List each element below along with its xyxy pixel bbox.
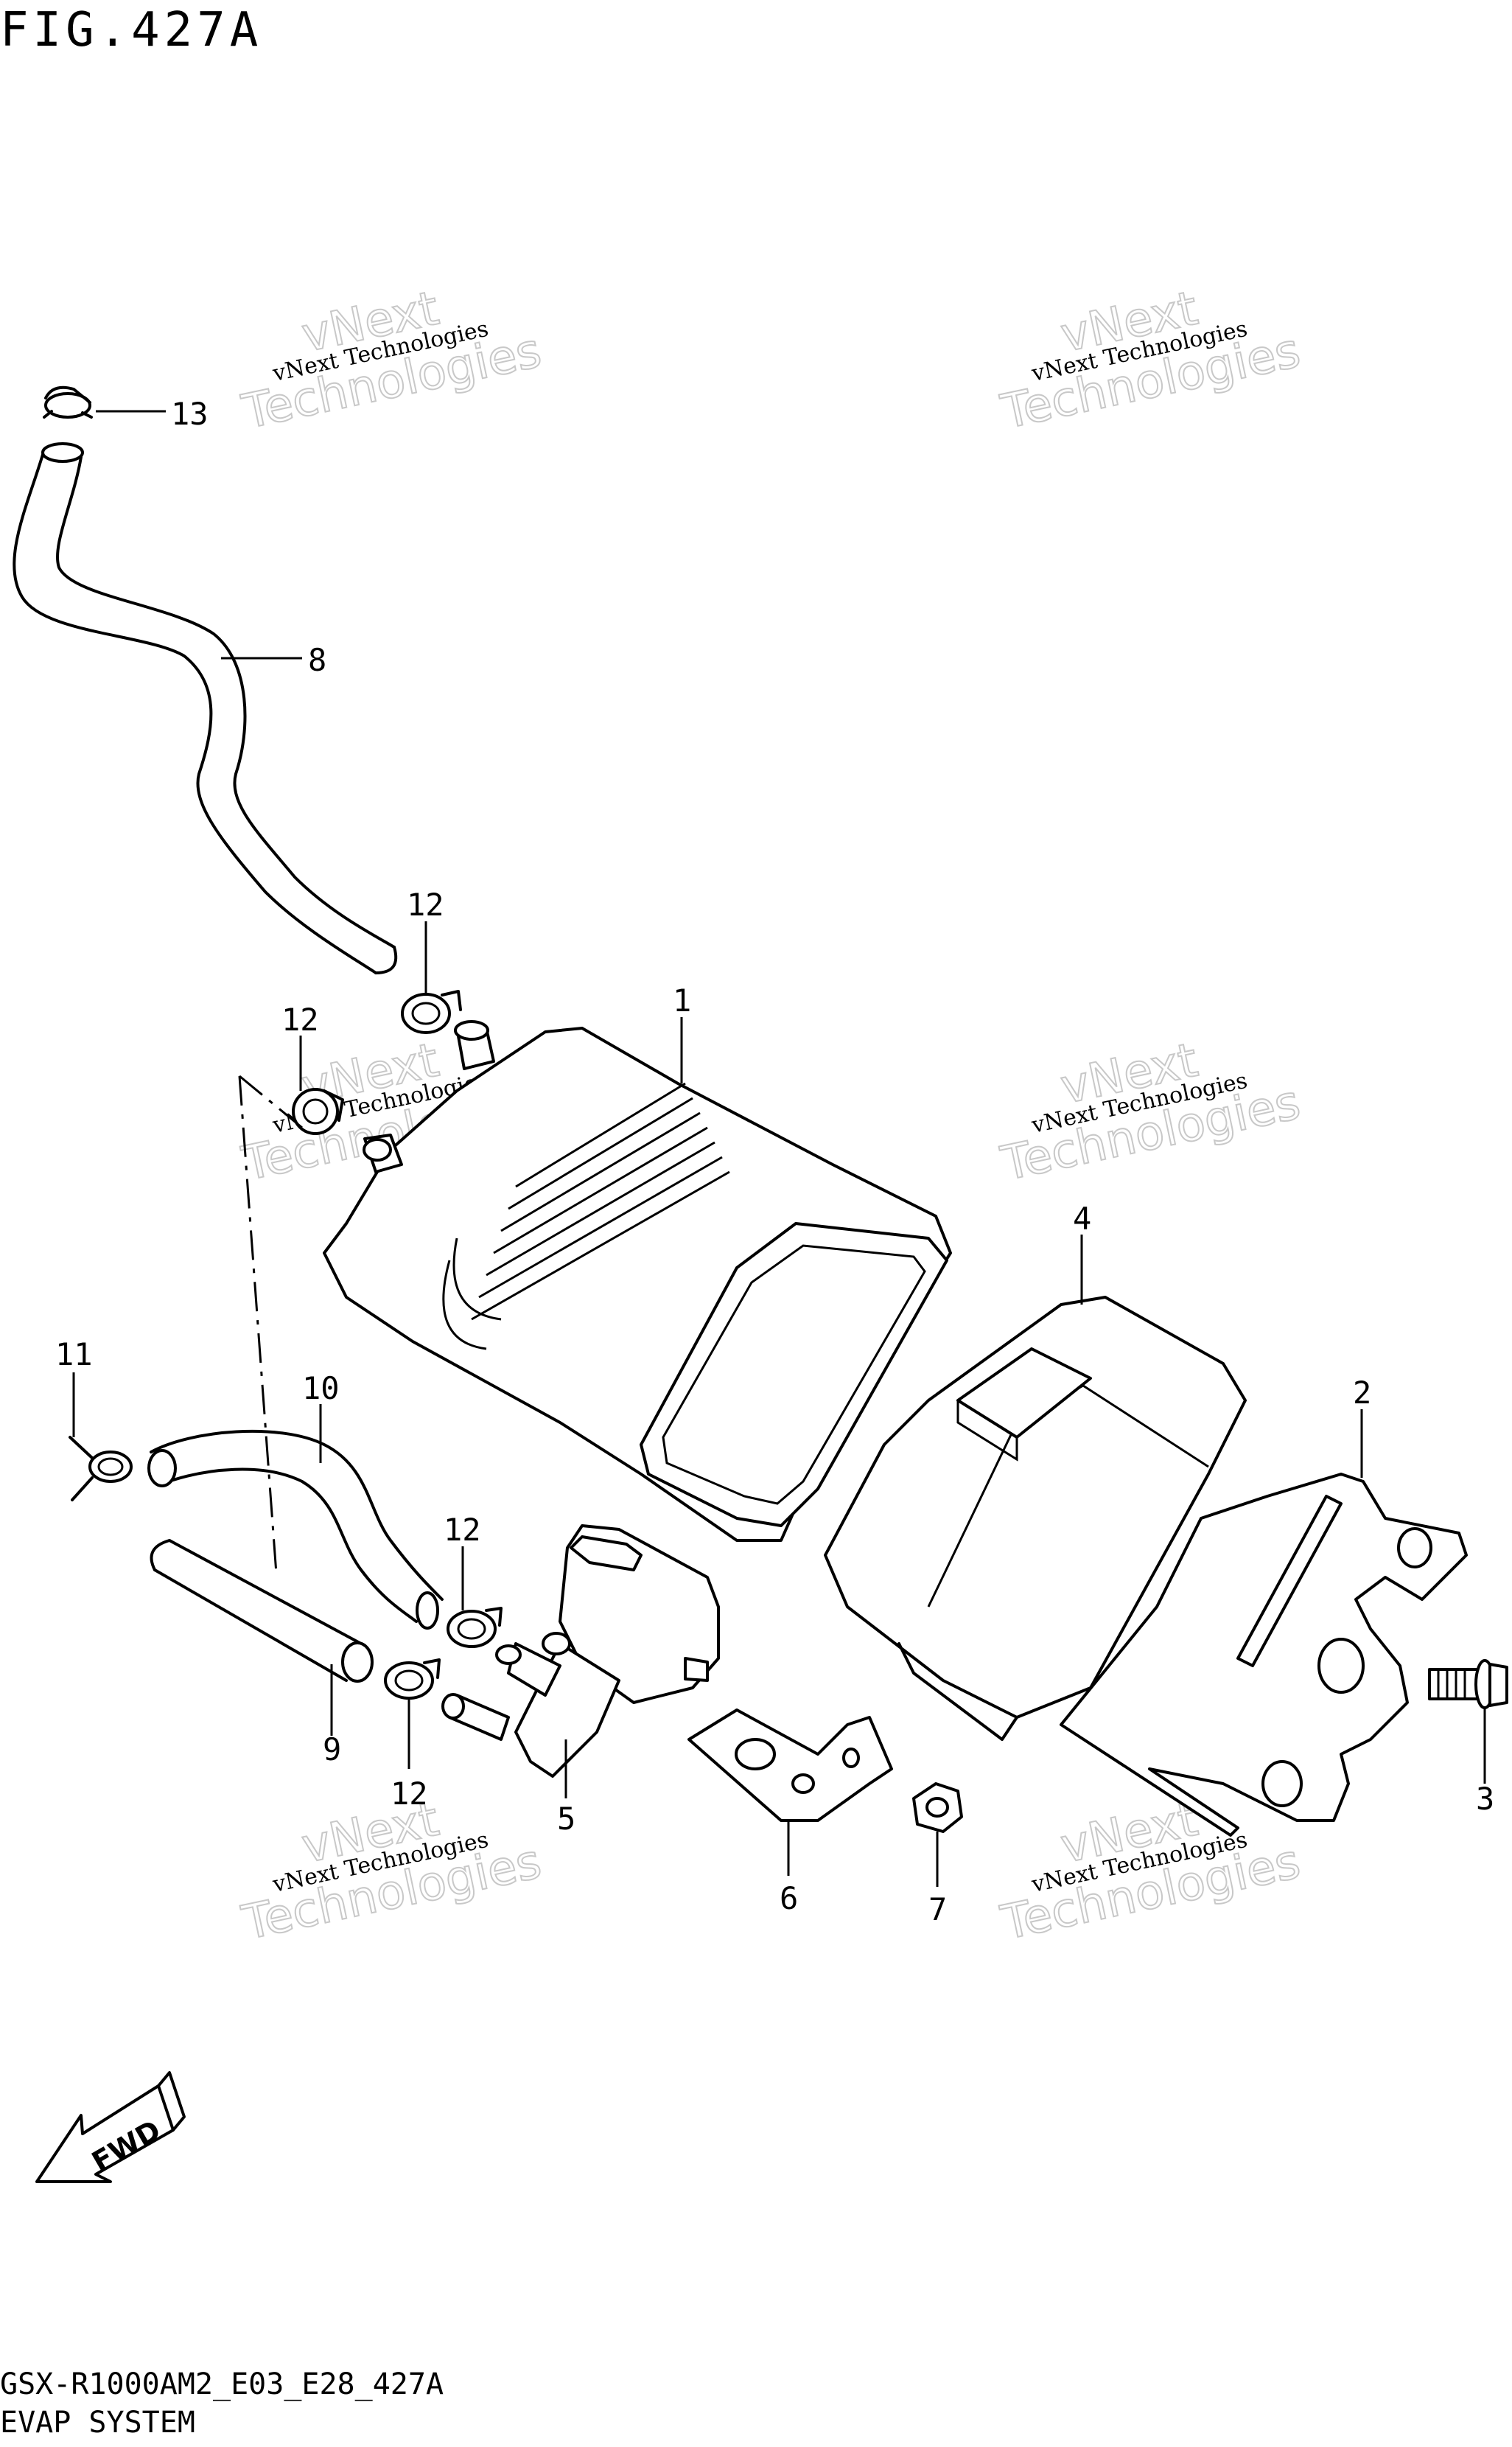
callout-4: 4 — [1073, 1201, 1091, 1237]
valve-5 — [441, 1524, 720, 1778]
callout-1: 1 — [673, 982, 691, 1019]
clamp-12-a — [401, 990, 462, 1034]
callout-10: 10 — [302, 1370, 340, 1406]
watermark-bottom-left: vNext Technologies vNext Technologies — [237, 1792, 547, 1952]
figure-title: FIG.427A — [0, 3, 262, 57]
callout-9: 9 — [323, 1731, 341, 1767]
callout-12-b: 12 — [281, 1002, 319, 1038]
clamp-12-c — [447, 1607, 503, 1648]
callout-5: 5 — [557, 1801, 575, 1837]
leader-lines — [72, 410, 1486, 1887]
callout-11: 11 — [55, 1336, 93, 1372]
hose-9 — [150, 1539, 374, 1683]
canister-1 — [323, 1020, 952, 1542]
model-code: GSX-R1000AM2_E03_E28_427A — [0, 2367, 444, 2401]
fwd-arrow: FWD — [35, 2071, 186, 2183]
clamp-12-b — [292, 1088, 344, 1135]
hose-10 — [147, 1429, 444, 1630]
clip-11 — [69, 1436, 133, 1501]
figure-name: EVAP SYSTEM — [0, 2406, 195, 2440]
callout-12-c: 12 — [444, 1512, 481, 1548]
callout-2: 2 — [1353, 1375, 1371, 1411]
bracket-2 — [1060, 1473, 1468, 1837]
watermark-mid-right: vNext Technologies vNext Technologies — [995, 1033, 1306, 1193]
callout-8: 8 — [308, 642, 326, 678]
callout-7: 7 — [928, 1891, 947, 1927]
bracket-6 — [687, 1708, 893, 1822]
callout-labels: 13 8 1 12 12 4 2 3 11 10 12 9 12 5 6 7 — [55, 396, 1494, 1927]
callout-13: 13 — [171, 396, 209, 432]
nut-7 — [912, 1782, 963, 1833]
clamp-13 — [43, 385, 93, 419]
callout-12-d: 12 — [391, 1776, 428, 1812]
watermark-top-left: vNext Technologies vNext Technologies — [237, 281, 547, 441]
clamp-12-d — [384, 1658, 441, 1700]
reference-line — [238, 1075, 303, 1574]
hose-8 — [13, 442, 398, 974]
watermark-top-right: vNext Technologies vNext Technologies — [995, 281, 1306, 441]
callout-6: 6 — [780, 1880, 798, 1916]
callout-3: 3 — [1476, 1781, 1494, 1817]
callout-12-a: 12 — [407, 887, 444, 923]
bolt-3 — [1428, 1659, 1508, 1709]
